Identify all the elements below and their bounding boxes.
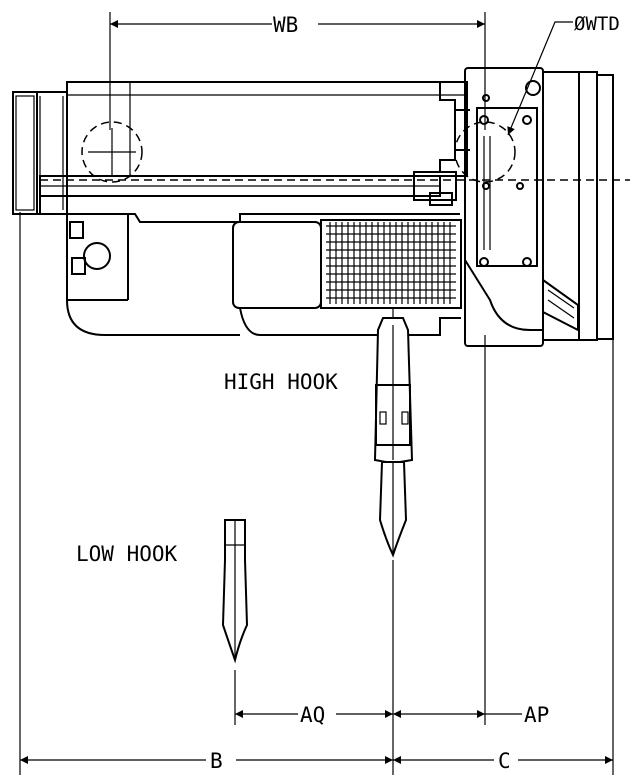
motor-fins bbox=[326, 222, 456, 304]
low-hook bbox=[221, 519, 249, 664]
label-owtd: ØWTD bbox=[574, 13, 620, 35]
label-aq: AQ bbox=[300, 703, 325, 727]
drum-housing bbox=[66, 81, 468, 177]
gearbox-plate bbox=[476, 107, 538, 267]
motor-body bbox=[320, 219, 462, 309]
hoist-body bbox=[12, 67, 630, 347]
label-ap: AP bbox=[524, 703, 549, 727]
owtd-leader bbox=[507, 21, 573, 136]
bracket bbox=[542, 278, 579, 332]
label-low-hook: LOW HOOK bbox=[76, 542, 178, 566]
label-high-hook: HIGH HOOK bbox=[224, 370, 338, 394]
high-hook bbox=[373, 308, 414, 558]
motor-end bbox=[232, 221, 322, 309]
gear-circle bbox=[83, 242, 111, 270]
drum-circle-left bbox=[81, 121, 143, 183]
label-c: C bbox=[498, 749, 511, 773]
drum-circle-right bbox=[454, 121, 516, 183]
label-b: B bbox=[210, 749, 223, 773]
dimensions bbox=[19, 12, 614, 775]
label-wb: WB bbox=[273, 13, 298, 37]
